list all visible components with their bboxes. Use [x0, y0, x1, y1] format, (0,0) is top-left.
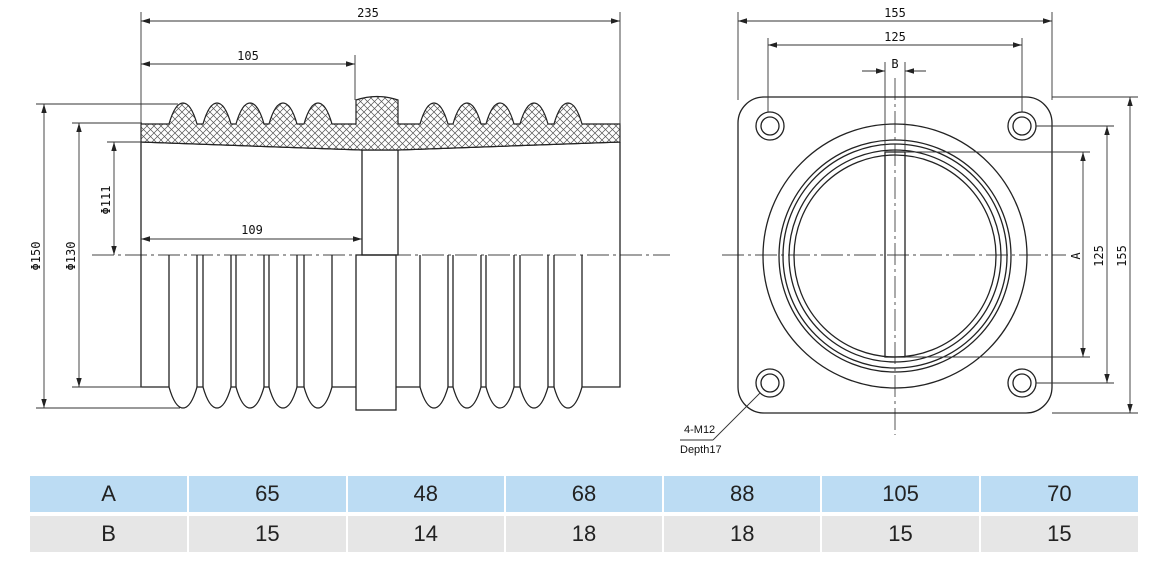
technical-drawing: 235 105 109 Φ150 Φ130 Φ111: [29, 6, 1138, 456]
spec-table: A 65 48 68 88 105 70 B 15 14 18 18 15 15: [30, 476, 1138, 552]
dim-flange-height: 155: [1115, 245, 1129, 267]
row-label: B: [30, 512, 189, 552]
side-dimensions: 235 105 109 Φ150 Φ130 Φ111: [29, 6, 621, 409]
inner-ring-outer: [782, 143, 1008, 369]
table-cell: 65: [187, 476, 347, 514]
dim-outer-diameter: Φ150: [29, 242, 43, 271]
end-dimensions: 155 125 B A 125 155: [680, 6, 1138, 456]
bolt-hole-top-left: [755, 111, 785, 141]
middle-ring: [778, 139, 1012, 373]
slot: [884, 151, 906, 358]
dim-hole-spacing: 125: [884, 30, 906, 44]
table-cell: 15: [187, 512, 347, 552]
table-cell: 105: [820, 476, 980, 514]
dim-inner-length: 109: [241, 223, 263, 237]
table-cell: 15: [978, 512, 1138, 552]
dim-hole-spacing-vertical: 125: [1092, 245, 1106, 267]
table-cell: 88: [662, 476, 822, 514]
depth-note: Depth17: [680, 444, 722, 456]
end-view: 155 125 B A 125 155: [680, 6, 1138, 456]
table-cell: 18: [662, 512, 822, 552]
bolt-hole-bottom-left: [755, 368, 785, 398]
table-cell: 15: [820, 512, 980, 552]
flange-plate: [737, 96, 1053, 414]
center-flange: [355, 254, 397, 411]
dim-flange-width: 155: [884, 6, 906, 20]
dim-inner-diameter: Φ111: [99, 186, 113, 215]
row-label: A: [30, 476, 189, 514]
table-cell: 68: [503, 476, 664, 514]
side-view: 235 105 109 Φ150 Φ130 Φ111: [29, 6, 670, 411]
outer-ring: [762, 123, 1028, 389]
table-row-a: A 65 48 68 88 105 70: [30, 476, 1138, 514]
dim-overall-length: 235: [357, 6, 379, 20]
bolt-hole-bottom-right: [1007, 368, 1037, 398]
table-cell: 48: [345, 476, 505, 514]
table-cell: 70: [978, 476, 1138, 514]
thread-note: 4-M12: [684, 424, 715, 436]
inner-ring: [788, 149, 1002, 363]
table-cell: 14: [345, 512, 505, 552]
upper-section: [140, 95, 621, 256]
center-flange-section: [361, 149, 399, 256]
lower-exterior: [140, 254, 621, 411]
thread-leader: [712, 392, 761, 441]
table-row-b: B 15 14 18 18 15 15: [30, 512, 1138, 552]
dim-slot-length: A: [1069, 252, 1083, 260]
shed-profile-section: [140, 95, 621, 151]
table-cell: 18: [503, 512, 664, 552]
bolt-hole-top-right: [1007, 111, 1037, 141]
dim-slot-width: B: [891, 57, 898, 71]
dim-body-diameter: Φ130: [64, 242, 78, 271]
dim-shed-section: 105: [237, 49, 259, 63]
